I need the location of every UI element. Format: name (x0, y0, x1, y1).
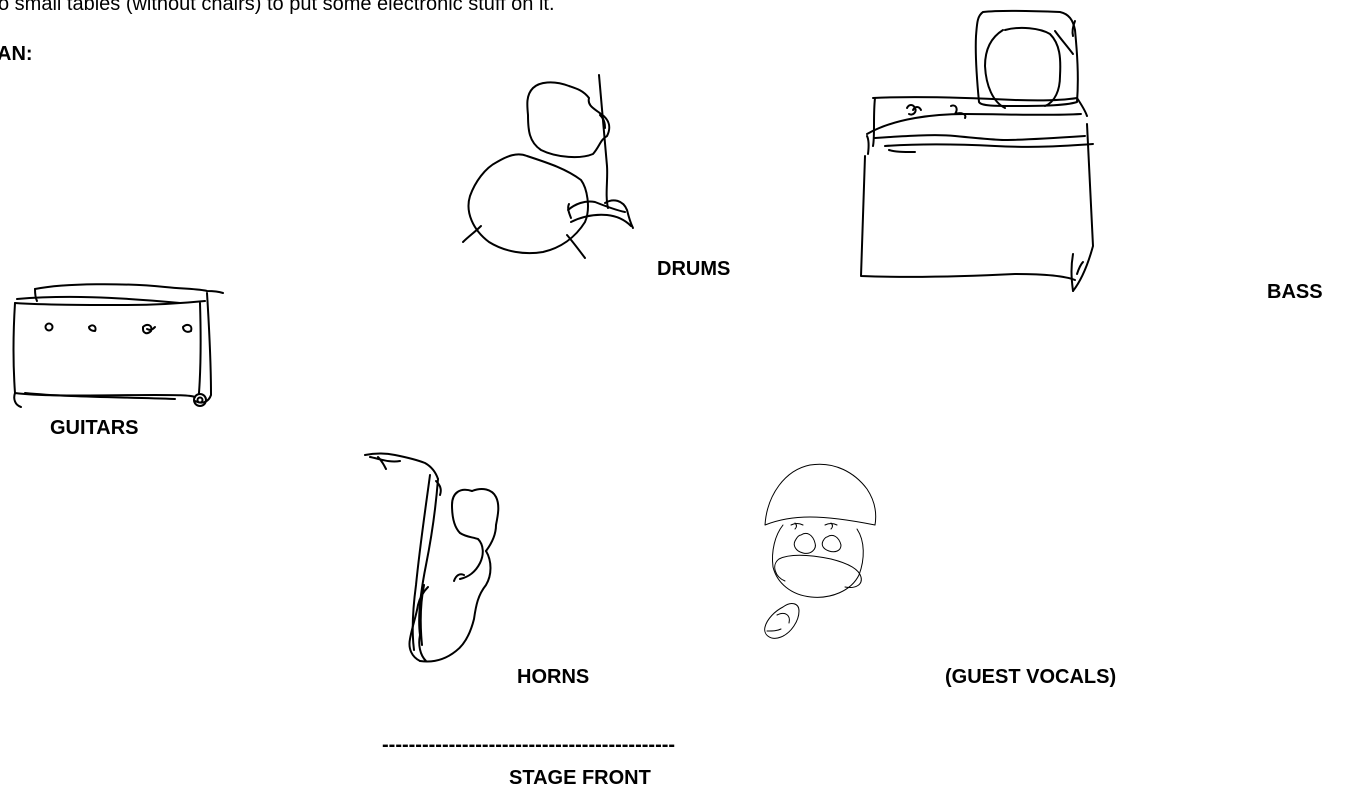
guest-vocals-label: (GUEST VOCALS) (945, 665, 1116, 689)
bass-label: BASS (1267, 280, 1323, 304)
guitar-amp-icon (5, 275, 230, 415)
stage-front-line: ----------------------------------------… (382, 733, 675, 757)
intro-text: o small tables (without chairs) to put s… (0, 0, 555, 16)
guitars-label: GUITARS (50, 416, 139, 440)
horns-label: HORNS (517, 665, 589, 689)
plan-label: AN: (0, 42, 33, 66)
drum-kit-icon (455, 70, 665, 270)
bass-amp-icon (855, 6, 1105, 296)
vocalist-face-icon (755, 455, 890, 650)
saxophone-icon (360, 445, 525, 670)
stage-front-label: STAGE FRONT (509, 766, 651, 790)
drums-label: DRUMS (657, 257, 730, 281)
